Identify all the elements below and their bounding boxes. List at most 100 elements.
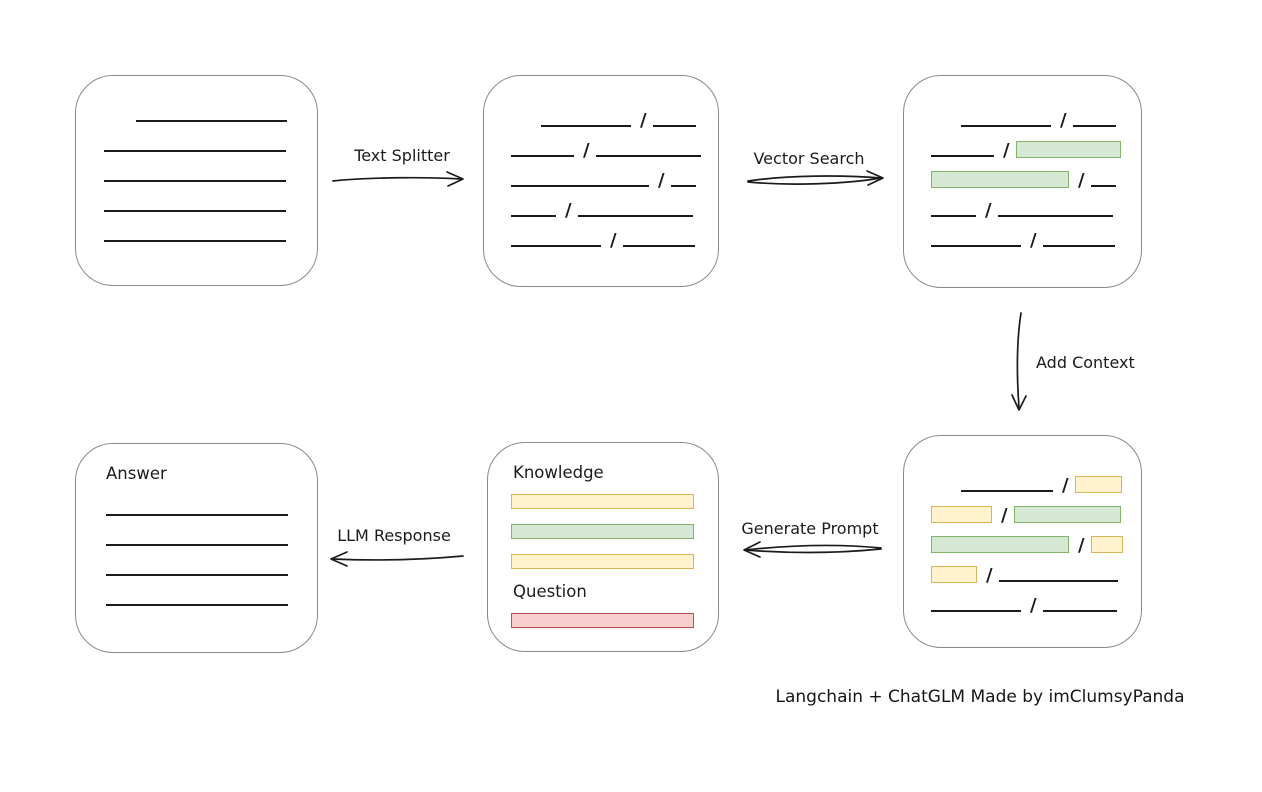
green-bar: [511, 524, 694, 539]
text-line: [104, 210, 286, 212]
slash-separator: /: [1060, 110, 1067, 131]
highlight-yellow: [931, 566, 977, 583]
context-lines: / / / / /: [931, 463, 1123, 616]
slash-separator: /: [1001, 505, 1008, 526]
chunk-lines: / / / / /: [511, 98, 701, 251]
text-line: [931, 610, 1021, 612]
text-row: [104, 153, 297, 183]
text-line: [1042, 610, 1117, 612]
text-row: /: [931, 128, 1121, 161]
text-row: [104, 123, 297, 153]
text-line: [931, 245, 1021, 247]
text-row: /: [931, 463, 1122, 496]
answer-box: Answer: [75, 443, 318, 653]
text-row: /: [931, 523, 1123, 556]
text-line: [1042, 245, 1115, 247]
slash-separator: /: [1062, 475, 1069, 496]
slash-separator: /: [1030, 595, 1037, 616]
text-line: [1072, 125, 1116, 127]
add-context-label: Add Context: [1036, 353, 1135, 372]
text-line: [104, 180, 286, 182]
slash-separator: /: [1078, 535, 1085, 556]
slash-separator: /: [583, 140, 590, 161]
llm-response-label: LLM Response: [337, 526, 451, 545]
text-line: [1090, 185, 1116, 187]
text-line: [670, 185, 696, 187]
text-line: [511, 245, 601, 247]
highlight-green: [931, 171, 1069, 188]
yellow-bar: [511, 494, 694, 509]
text-line: [961, 125, 1051, 127]
llm-response-arrow: [330, 551, 464, 567]
text-row: [106, 547, 297, 577]
answer-label: Answer: [106, 464, 167, 483]
text-line: [106, 544, 288, 546]
text-row: [106, 487, 297, 517]
slash-separator: /: [985, 200, 992, 221]
red-bar: [511, 613, 694, 628]
text-row: /: [511, 218, 698, 251]
text-line: [998, 580, 1118, 582]
slash-separator: /: [640, 110, 647, 131]
chunks-box: / / / / /: [483, 75, 719, 287]
text-row: /: [511, 158, 698, 191]
document-box: [75, 75, 318, 286]
text-line: [106, 514, 288, 516]
text-row: [106, 517, 297, 547]
question-bars: [511, 613, 694, 643]
generate-prompt-arrow: [743, 541, 882, 558]
text-line: [577, 215, 693, 217]
text-line: [511, 215, 556, 217]
slash-separator: /: [1078, 170, 1085, 191]
highlight-yellow: [1090, 536, 1123, 553]
slash-separator: /: [658, 170, 665, 191]
slash-separator: /: [565, 200, 572, 221]
text-line: [997, 215, 1113, 217]
highlight-yellow: [1074, 476, 1122, 493]
text-splitter-arrow: [332, 171, 464, 187]
slash-separator: /: [610, 230, 617, 251]
text-line: [622, 245, 695, 247]
text-line: [511, 185, 649, 187]
text-row: /: [511, 98, 698, 131]
text-row: /: [931, 218, 1121, 251]
add-context-arrow: [1011, 312, 1027, 411]
text-row: [104, 213, 297, 243]
text-line: [106, 604, 288, 606]
yellow-bar: [511, 554, 694, 569]
highlight-yellow: [931, 506, 992, 523]
knowledge-label: Knowledge: [513, 463, 604, 482]
matched-chunk-lines: / / / / /: [931, 98, 1121, 251]
slash-separator: /: [1030, 230, 1037, 251]
generate-prompt-label: Generate Prompt: [741, 519, 879, 538]
text-line: [931, 155, 994, 157]
text-line: [511, 155, 574, 157]
slash-separator: /: [986, 565, 993, 586]
text-row: /: [511, 188, 698, 221]
highlight-green: [1013, 506, 1121, 523]
text-row: /: [931, 493, 1121, 526]
vector-search-arrow: [747, 170, 884, 186]
text-line: [541, 125, 631, 127]
text-line: [136, 120, 287, 122]
text-line: [106, 574, 288, 576]
prompt-box: Knowledge Question: [487, 442, 719, 652]
text-row: [106, 577, 297, 607]
diagram-caption: Langchain + ChatGLM Made by imClumsyPand…: [775, 687, 1185, 707]
highlight-green: [1015, 141, 1121, 158]
question-label: Question: [513, 582, 587, 601]
text-line: [595, 155, 701, 157]
text-row: /: [931, 583, 1121, 616]
text-line: [961, 490, 1053, 492]
text-line: [104, 150, 286, 152]
context-box: / / / / /: [903, 435, 1142, 648]
slash-separator: /: [1003, 140, 1010, 161]
text-row: /: [511, 128, 701, 161]
text-line: [652, 125, 696, 127]
vector-search-label: Vector Search: [753, 149, 865, 168]
highlight-green: [931, 536, 1069, 553]
text-splitter-label: Text Splitter: [354, 146, 450, 165]
matched-chunks-box: / / / / /: [903, 75, 1142, 288]
answer-lines: [106, 487, 297, 607]
